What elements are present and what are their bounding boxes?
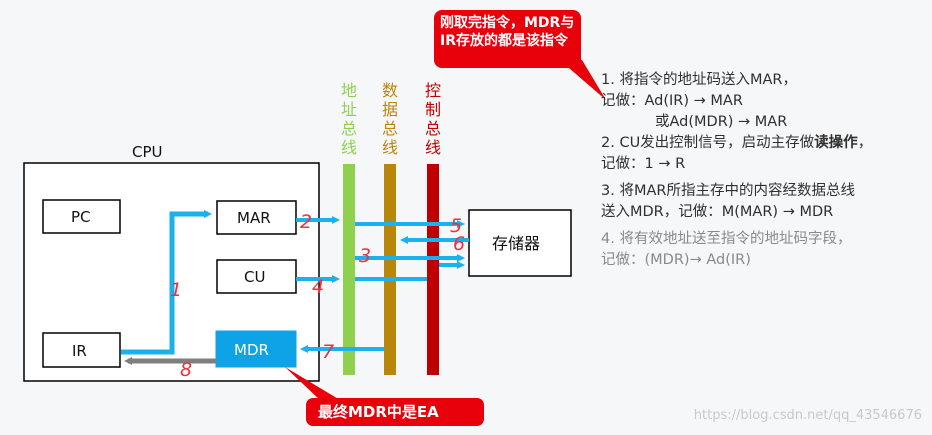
step-mark-3: 3 (359, 245, 371, 267)
memory-label: 存储器 (492, 234, 540, 253)
svg-text:数据总线: 数据总线 (382, 81, 398, 157)
step2-bold: 读操作 (814, 135, 858, 151)
address-bus (343, 164, 355, 375)
step2-text: 2. CU发出控制信号，启动主存做 (601, 135, 815, 151)
step2-comma: ， (857, 135, 873, 151)
step-mark-8: 8 (180, 359, 192, 381)
bottom-callout-pointer (285, 367, 340, 400)
step3-line1: 3. 将MAR所指主存中的内容经数据总线 (601, 183, 855, 199)
bottom-callout: 最终MDR中是EA (306, 398, 484, 426)
step2-line2: 记做：1 → R (601, 156, 686, 172)
memory-box (468, 209, 572, 277)
step-mark-7: 7 (322, 341, 334, 363)
cpu-label: CPU (132, 143, 163, 161)
step-mark-4: 4 (312, 276, 324, 298)
control-bus-label: 控制总线 (425, 81, 441, 157)
top-callout-pointer (562, 60, 606, 100)
mar-label: MAR (237, 209, 271, 227)
ir-label: IR (72, 342, 87, 360)
step2-line1: 2. CU发出控制信号，启动主存做读操作， (601, 133, 931, 154)
step3-line2: 送入MDR，记做：M(MAR) → MDR (601, 204, 834, 220)
step1-line1: 1. 将指令的地址码送入MAR， (601, 72, 797, 88)
mdr-register (215, 330, 297, 368)
step4-line1: 4. 将有效地址送至指令的地址码字段， (601, 231, 852, 247)
step1-line2: 记做：Ad(IR) → MAR (601, 93, 743, 109)
mar-register (216, 200, 297, 235)
ir-to-mar-arrow (121, 210, 212, 355)
address-bus-label: 地址总线 (341, 81, 357, 157)
step1-line3: 或Ad(MDR) → MAR (655, 114, 788, 130)
cu-unit (216, 259, 297, 294)
step4-line2: 记做：(MDR)→ Ad(IR) (601, 252, 751, 268)
svg-text:控制总线: 控制总线 (425, 81, 441, 157)
control-bus (427, 164, 439, 375)
ir-register (42, 332, 121, 368)
notes-panel: 1. 将指令的地址码送入MAR， 记做：Ad(IR) → MAR 或Ad(MDR… (601, 70, 931, 271)
step-mark-5: 5 (450, 215, 462, 237)
data-bus (384, 164, 396, 375)
step-mark-6: 6 (453, 233, 465, 255)
watermark: https://blog.csdn.net/qq_43546676 (693, 408, 922, 423)
step-mark-1: 1 (170, 279, 182, 301)
pc-label: PC (71, 208, 91, 226)
pc-register (42, 199, 121, 234)
top-callout: 刚取完指令，MDR与IR存放的都是该指令 (434, 10, 581, 68)
svg-text:地址总线: 地址总线 (341, 81, 357, 157)
cu-label: CU (244, 268, 265, 286)
data-bus-label: 数据总线 (382, 81, 398, 157)
mdr-label: MDR (234, 341, 269, 359)
step-mark-2: 2 (300, 211, 312, 233)
